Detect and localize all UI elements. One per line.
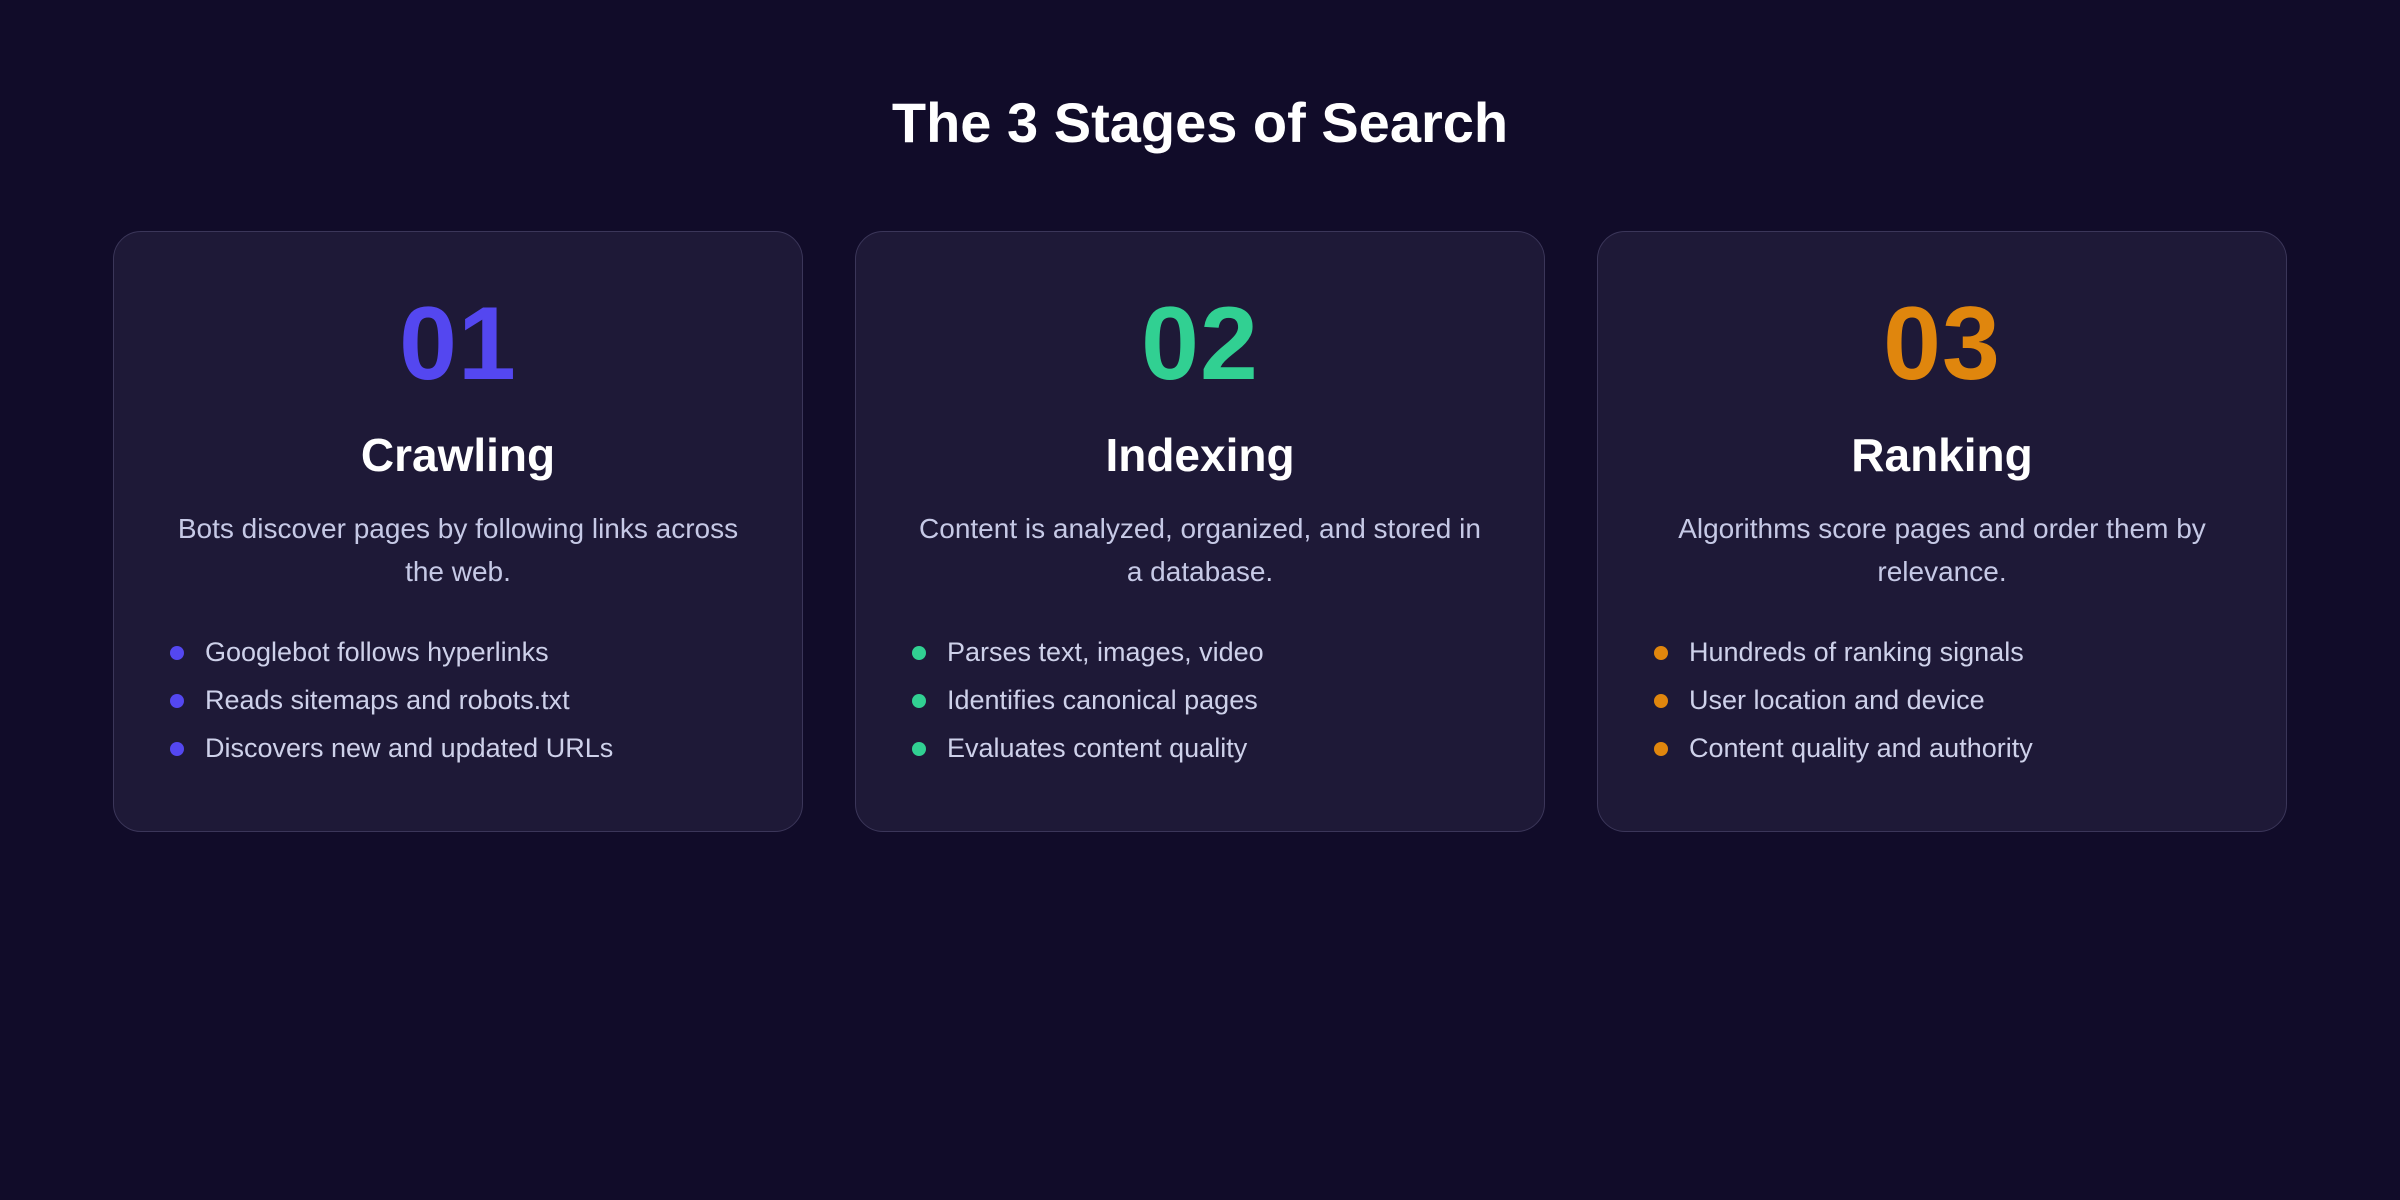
- stage-bullets: Parses text, images, video Identifies ca…: [912, 637, 1488, 764]
- bullet-item: Reads sitemaps and robots.txt: [170, 685, 746, 716]
- stage-number: 03: [1883, 286, 2001, 402]
- infographic-canvas: The 3 Stages of Search 01 Crawling Bots …: [0, 90, 2400, 832]
- stage-bullets: Hundreds of ranking signals User locatio…: [1654, 637, 2230, 764]
- bullet-item: Content quality and authority: [1654, 733, 2230, 764]
- bullet-label: Content quality and authority: [1689, 733, 2033, 764]
- bullet-label: Googlebot follows hyperlinks: [205, 637, 549, 668]
- stage-title: Ranking: [1851, 429, 2033, 481]
- bullet-dot-icon: [170, 645, 184, 660]
- stage-description: Content is analyzed, organized, and stor…: [919, 513, 1481, 587]
- bullet-dot-icon: [1654, 693, 1668, 708]
- stage-number: 02: [1141, 286, 1259, 402]
- stage-card-ranking: 03 Ranking Algorithms score pages and or…: [1597, 231, 2287, 832]
- bullet-label: Hundreds of ranking signals: [1689, 637, 2024, 668]
- stages-grid: 01 Crawling Bots discover pages by follo…: [113, 231, 2287, 832]
- bullet-dot-icon: [912, 741, 926, 756]
- stage-card-crawling: 01 Crawling Bots discover pages by follo…: [113, 231, 803, 832]
- bullet-label: Discovers new and updated URLs: [205, 733, 614, 764]
- stage-description: Algorithms score pages and order them by…: [1678, 513, 2206, 587]
- bullet-label: Reads sitemaps and robots.txt: [205, 685, 570, 716]
- stage-number: 01: [399, 286, 517, 402]
- bullet-label: User location and device: [1689, 685, 1985, 716]
- bullet-item: Discovers new and updated URLs: [170, 733, 746, 764]
- bullet-label: Identifies canonical pages: [947, 685, 1258, 716]
- bullet-item: Googlebot follows hyperlinks: [170, 637, 746, 668]
- stage-card-indexing: 02 Indexing Content is analyzed, organiz…: [855, 231, 1545, 832]
- page-title: The 3 Stages of Search: [891, 91, 1509, 154]
- bullet-label: Parses text, images, video: [947, 637, 1264, 668]
- bullet-item: Evaluates content quality: [912, 733, 1488, 764]
- bullet-label: Evaluates content quality: [947, 733, 1248, 764]
- stage-description: Bots discover pages by following links a…: [177, 513, 739, 587]
- bullet-dot-icon: [912, 645, 926, 660]
- bullet-item: Parses text, images, video: [912, 637, 1488, 668]
- stage-title: Crawling: [360, 429, 556, 481]
- bullet-item: Identifies canonical pages: [912, 685, 1488, 716]
- bullet-item: Hundreds of ranking signals: [1654, 637, 2230, 668]
- bullet-dot-icon: [1654, 741, 1668, 756]
- stage-bullets: Googlebot follows hyperlinks Reads sitem…: [170, 637, 746, 764]
- bullet-dot-icon: [170, 741, 184, 756]
- bullet-item: User location and device: [1654, 685, 2230, 716]
- bullet-dot-icon: [170, 693, 184, 708]
- stage-title: Indexing: [1105, 429, 1295, 481]
- bullet-dot-icon: [1654, 645, 1668, 660]
- bullet-dot-icon: [912, 693, 926, 708]
